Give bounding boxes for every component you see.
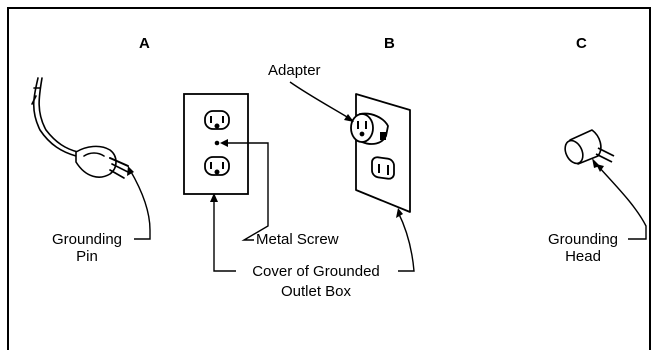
- adapter-head-c: [564, 129, 615, 168]
- grounding-pin-label-line1: Grounding: [51, 231, 123, 248]
- leader-adapter: [289, 81, 353, 121]
- leader-grounding-pin: [129, 169, 151, 240]
- arrowhead-cover-left: [210, 193, 218, 202]
- plug-a-illustration: [31, 77, 129, 179]
- arrowhead-pin: [127, 166, 134, 176]
- panel-label-b: B: [384, 35, 395, 52]
- arrowhead-head: [596, 164, 604, 172]
- arrowhead-screw: [220, 139, 228, 147]
- cover-label: Cover of Grounded Outlet Box: [236, 263, 396, 300]
- metal-screw-dot: [214, 140, 220, 146]
- arrowhead-adapter: [344, 114, 354, 122]
- cover-label-line2: Outlet Box: [280, 283, 352, 300]
- panel-label-c: C: [576, 35, 587, 52]
- cover-label-line1: Cover of Grounded: [252, 263, 380, 280]
- grounding-pin-label-line2: Pin: [76, 248, 98, 265]
- grounding-pin-label: Grounding Pin: [42, 231, 132, 265]
- grounding-head-label-line1: Grounding: [547, 231, 619, 248]
- grounding-head-label: Grounding Head: [538, 231, 628, 265]
- panel-label-a: A: [139, 35, 150, 52]
- leader-metal-screw: [223, 142, 269, 241]
- arrowhead-cover-right: [396, 208, 403, 218]
- outlet-plate-b: [355, 93, 411, 213]
- grounding-head-label-line2: Head: [565, 248, 601, 265]
- outlet-plate-a: [183, 93, 249, 195]
- frame-border: [7, 7, 651, 350]
- metal-screw-label: Metal Screw: [256, 231, 339, 248]
- leader-cover-right: [397, 211, 415, 272]
- grounding-pin-a: [109, 157, 129, 167]
- leader-grounding-head: [597, 165, 647, 240]
- leader-cover-left: [213, 196, 236, 272]
- adapter-b: [350, 112, 389, 145]
- adapter-label: Adapter: [268, 62, 321, 79]
